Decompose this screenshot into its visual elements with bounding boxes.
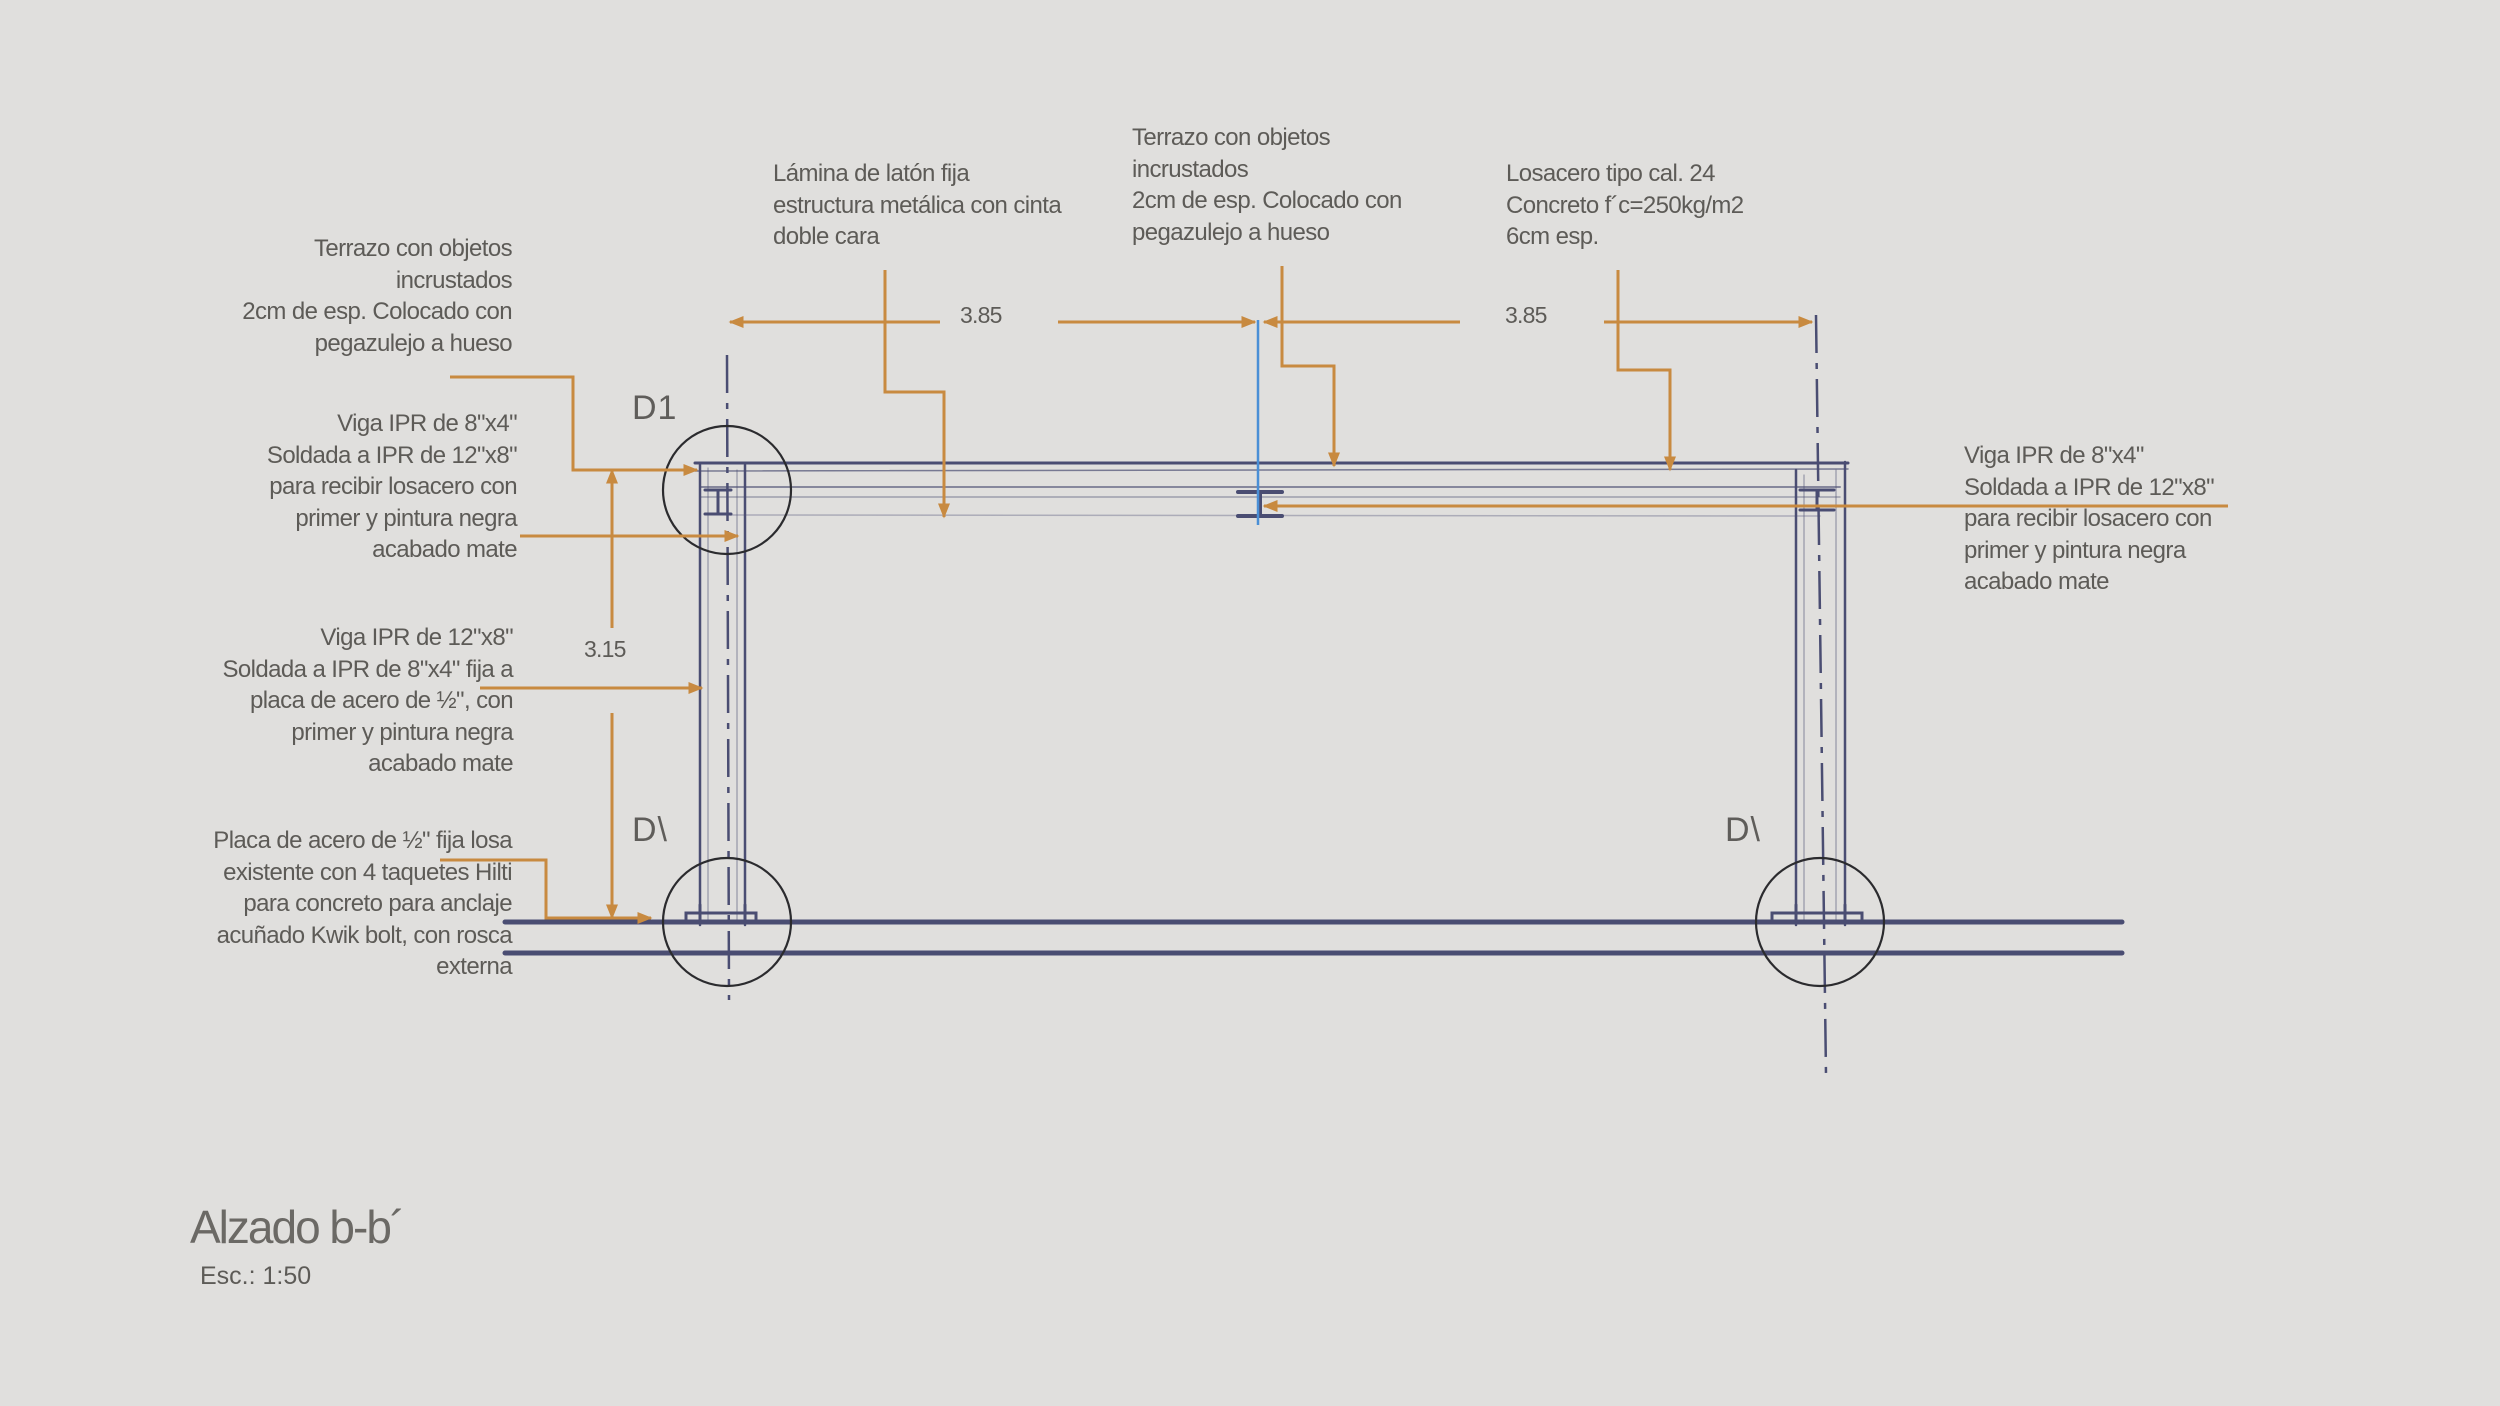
- note-placa: Placa de acero de ½" fija losa existente…: [213, 825, 512, 983]
- note-line: placa de acero de ½", con: [249, 687, 514, 714]
- left-column: [698, 463, 747, 927]
- note-viga-8x4-right: Viga IPR de 8"x4" Soldada a IPR de 12"x8…: [1964, 440, 2215, 598]
- note-line: Concreto f´c=250kg/m2: [1506, 191, 1744, 219]
- existing-slab: [502, 919, 2125, 956]
- note-line: 2cm de esp. Colocado con: [242, 298, 512, 325]
- note-line: Soldada a IPR de 12"x8": [266, 441, 518, 469]
- detail-label-bottom-right: D\: [1725, 811, 1761, 849]
- note-line: estructura metálica con cinta: [773, 191, 1062, 219]
- right-column: [1794, 460, 1847, 927]
- note-line: incrustados: [1132, 155, 1249, 183]
- note-terrazo-left: Terrazo con objetos incrustados 2cm de e…: [242, 233, 512, 359]
- note-line: para concreto para anclaje: [243, 890, 512, 917]
- note-line: incrustados: [395, 266, 513, 294]
- detail-circle-bottom-right: [1754, 856, 1886, 988]
- dimension-height: 3.15: [584, 636, 626, 662]
- note-line: Soldada a IPR de 12"x8": [1964, 473, 2215, 501]
- axis-lines: [725, 314, 1828, 1076]
- note-line: acabado mate: [1964, 568, 2110, 595]
- note-line: Placa de acero de ½" fija losa: [213, 827, 512, 854]
- dimension-span-right: 3.85: [1505, 302, 1547, 328]
- note-line: pegazulejo a hueso: [1132, 218, 1330, 246]
- drawing-title: Alzado b-b´: [190, 1201, 405, 1253]
- note-line: Viga IPR de 12"x8": [320, 624, 513, 651]
- note-losacero: Losacero tipo cal. 24 Concreto f´c=250kg…: [1506, 158, 1744, 253]
- note-line: para recibir losacero con: [269, 473, 517, 500]
- structure: [502, 460, 2125, 956]
- detail-label-bottom-left: D\: [632, 811, 668, 849]
- detail-label-d1: D1: [632, 389, 678, 427]
- note-line: primer y pintura negra: [291, 718, 513, 746]
- note-viga-8x4-left: Viga IPR de 8"x4" Soldada a IPR de 12"x8…: [266, 408, 518, 566]
- note-terrazo-center: Terrazo con objetos incrustados 2cm de e…: [1132, 122, 1402, 248]
- note-line: acabado mate: [372, 536, 518, 563]
- note-line: externa: [436, 953, 512, 980]
- note-line: Terrazo con objetos: [313, 235, 513, 262]
- note-line: Losacero tipo cal. 24: [1506, 160, 1715, 187]
- center-beam-section: [1236, 490, 1284, 518]
- note-line: Viga IPR de 8"x4": [1964, 442, 2144, 469]
- note-line: Viga IPR de 8"x4": [337, 410, 517, 437]
- note-line: Soldada a IPR de 8"x4" fija a: [222, 655, 514, 683]
- detail-circle-d1: [661, 424, 793, 556]
- note-line: Lámina de latón fija: [773, 160, 970, 187]
- note-lamina: Lámina de latón fija estructura metálica…: [773, 158, 1062, 253]
- note-line: para recibir losacero con: [1964, 505, 2212, 532]
- drawing-scale: Esc.: 1:50: [200, 1262, 312, 1290]
- note-line: pegazulejo a hueso: [314, 329, 513, 357]
- detail-circles: [661, 424, 1886, 988]
- note-viga-12x8: Viga IPR de 12"x8" Soldada a IPR de 8"x4…: [223, 622, 514, 780]
- leaders: [440, 266, 2228, 924]
- note-line: 2cm de esp. Colocado con: [1132, 187, 1402, 214]
- note-line: acabado mate: [368, 750, 514, 777]
- note-line: Terrazo con objetos: [1132, 124, 1331, 151]
- note-line: acuñado Kwik bolt, con rosca: [216, 921, 513, 949]
- note-line: primer y pintura negra: [295, 504, 517, 532]
- top-beam: [693, 461, 1850, 517]
- detail-circle-bottom-left: [661, 856, 793, 988]
- note-line: primer y pintura negra: [1964, 536, 2186, 564]
- note-line: doble cara: [773, 223, 880, 250]
- note-line: existente con 4 taquetes Hilti: [223, 858, 512, 886]
- note-line: 6cm esp.: [1506, 223, 1599, 250]
- dimension-span-left: 3.85: [960, 302, 1002, 328]
